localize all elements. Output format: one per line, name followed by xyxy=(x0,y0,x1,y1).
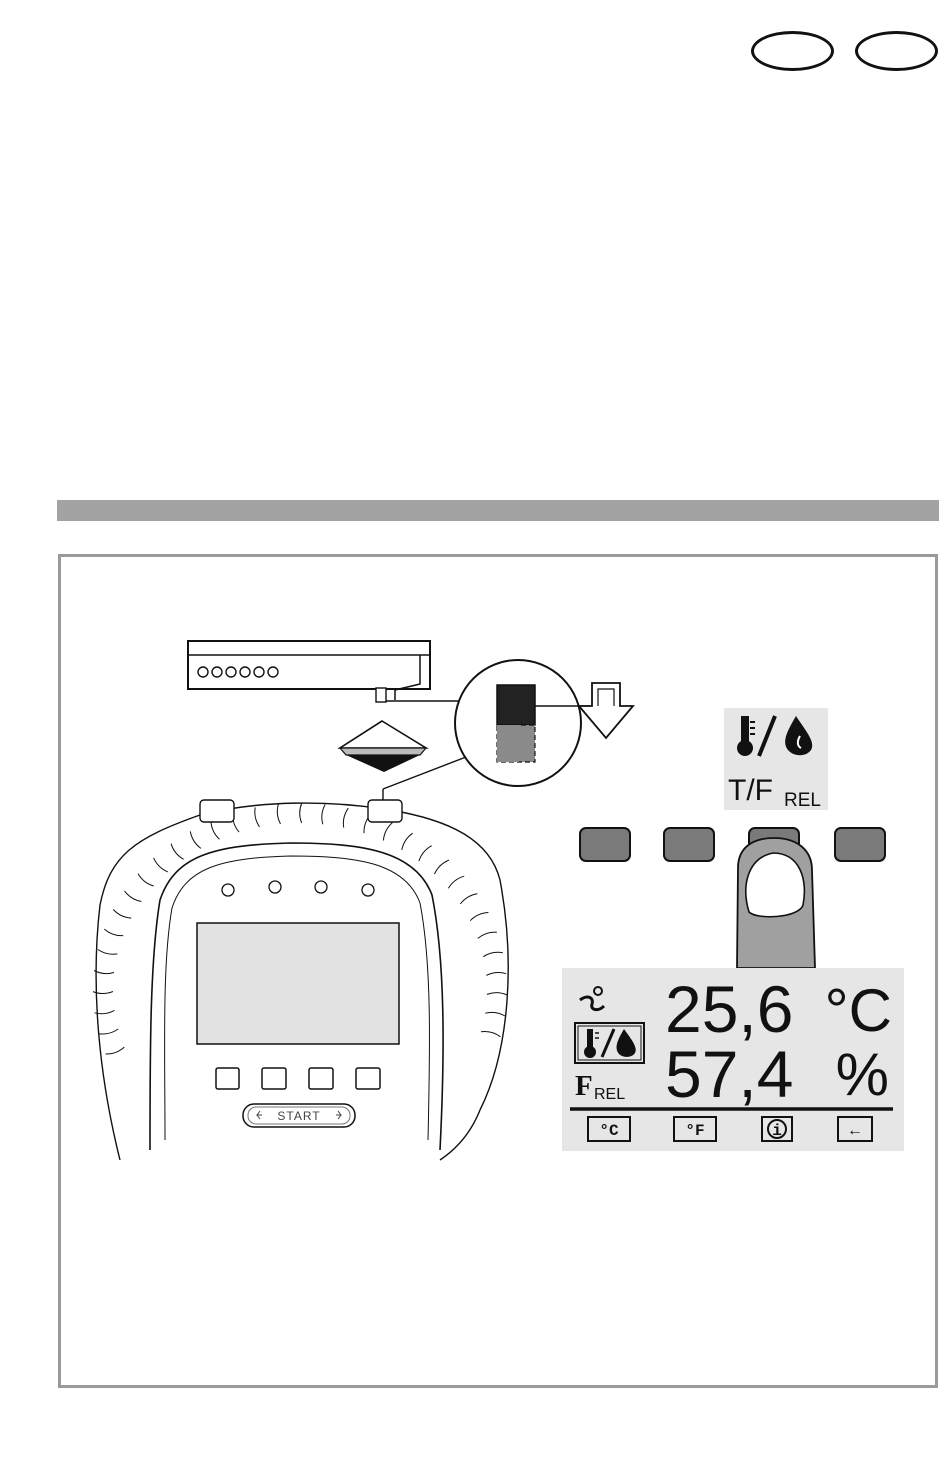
push-down-arrow-icon xyxy=(579,683,633,738)
led-1 xyxy=(222,884,234,896)
svg-text:i: i xyxy=(772,1122,782,1140)
humidity-unit: % xyxy=(836,1041,889,1108)
start-label: START xyxy=(277,1109,320,1123)
softkey-2[interactable] xyxy=(664,828,714,861)
svg-text:°F: °F xyxy=(685,1122,704,1140)
svg-text:°C: °C xyxy=(599,1122,619,1140)
lcd-frel-main: F xyxy=(575,1070,593,1102)
mode-label-main: T/F xyxy=(728,774,773,807)
start-button[interactable]: START xyxy=(243,1104,355,1127)
device-screen xyxy=(197,923,399,1044)
back-arrow-icon: ← xyxy=(850,1122,860,1140)
temperature-unit: °C xyxy=(825,977,892,1044)
device-key-3[interactable] xyxy=(309,1068,333,1089)
socket-tab-right xyxy=(368,800,402,822)
softkey-row xyxy=(580,828,885,861)
mode-icon-tfrel: T/F REL xyxy=(724,708,828,811)
temperature-value: 25,6 xyxy=(665,972,793,1046)
mode-label-sub: REL xyxy=(784,790,821,811)
device-key-1[interactable] xyxy=(216,1068,239,1089)
device-key-4[interactable] xyxy=(356,1068,380,1089)
device-key-2[interactable] xyxy=(262,1068,286,1089)
meter-device: START xyxy=(93,800,508,1160)
softkey-4[interactable] xyxy=(835,828,885,861)
softkey-1[interactable] xyxy=(580,828,630,861)
led-4 xyxy=(362,884,374,896)
humidity-value: 57,4 xyxy=(665,1037,793,1111)
socket-tab-left xyxy=(200,800,234,822)
led-3 xyxy=(315,881,327,893)
insert-arrow-icon xyxy=(340,721,426,772)
led-2 xyxy=(269,881,281,893)
lcd-frel-sub: REL xyxy=(594,1086,625,1103)
lcd-display: F REL 25,6 °C 57,4 % °C °F i ← xyxy=(562,968,904,1151)
finger-pointer-icon xyxy=(737,838,815,968)
